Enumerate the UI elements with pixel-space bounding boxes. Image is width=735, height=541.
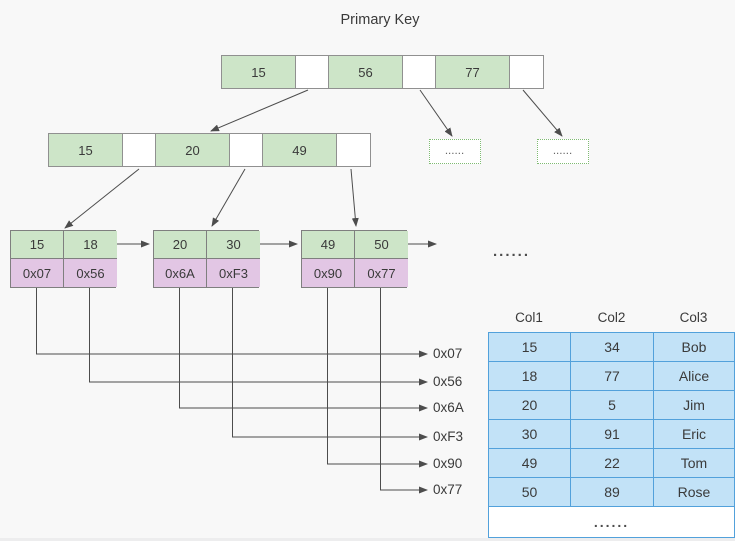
leaf-node-3: 49 50 0x90 0x77	[301, 230, 408, 288]
table-cell: 22	[570, 448, 654, 478]
table-cell: 77	[570, 361, 654, 391]
data-table: 15 34 Bob 18 77 Alice 20 5 Jim 30 91 Eri…	[488, 332, 735, 538]
address-label-0x77: 0x77	[433, 482, 463, 497]
table-cell: Tom	[653, 448, 735, 478]
table-cell: 50	[488, 477, 571, 507]
address-label-0x56: 0x56	[433, 374, 463, 389]
key-cell: 49	[263, 134, 337, 166]
table-row: 18 77 Alice	[488, 361, 735, 391]
key-cell: 15	[222, 56, 296, 88]
internal-node: 15 20 49	[48, 133, 371, 167]
address-cell: 0xF3	[207, 259, 260, 287]
table-header-col2: Col2	[597, 309, 626, 325]
table-ellipsis-cell: ......	[488, 506, 735, 538]
leaf-node-2: 20 30 0x6A 0xF3	[153, 230, 260, 288]
arrow-internal-to-leaf-2	[211, 168, 246, 227]
key-cell: 18	[64, 231, 117, 259]
key-cell: 77	[436, 56, 510, 88]
table-header-col1: Col1	[515, 309, 543, 325]
pointer-cell	[123, 134, 156, 166]
table-cell: 30	[488, 419, 571, 449]
arrow-root-to-dotted-1	[419, 89, 453, 137]
dotted-placeholder-node: ......	[537, 139, 589, 164]
arrow-internal-to-leaf-3	[350, 168, 359, 227]
dotted-placeholder-node: ......	[429, 139, 481, 164]
address-label-0xF3: 0xF3	[433, 429, 464, 444]
table-cell: Jim	[653, 390, 735, 420]
key-cell: 30	[207, 231, 260, 259]
table-row: 50 89 Rose	[488, 477, 735, 507]
pointer-cell	[296, 56, 329, 88]
table-cell: 34	[570, 332, 654, 362]
address-label-0x07: 0x07	[433, 346, 463, 361]
table-cell: 15	[488, 332, 571, 362]
leaf-node-1: 15 18 0x07 0x56	[10, 230, 117, 288]
arrow-root-to-internal	[210, 89, 309, 132]
diagram-title: Primary Key	[340, 12, 420, 28]
arrow-root-to-dotted-2	[522, 89, 563, 137]
table-header-col3: Col3	[679, 309, 708, 325]
key-cell: 15	[11, 231, 64, 259]
address-label-0x90: 0x90	[433, 456, 463, 471]
table-ellipsis-row: ......	[488, 506, 735, 538]
address-cell: 0x77	[355, 259, 408, 287]
arrow-pointer-0x6A	[179, 287, 428, 412]
table-cell: Rose	[653, 477, 735, 507]
key-cell: 50	[355, 231, 408, 259]
arrow-pointer-0x07	[36, 287, 428, 358]
key-cell: 20	[156, 134, 230, 166]
key-cell: 20	[154, 231, 207, 259]
arrow-pointer-0x77	[380, 287, 428, 494]
address-cell: 0x90	[302, 259, 355, 287]
arrow-pointer-0x56	[89, 287, 428, 386]
table-cell: 89	[570, 477, 654, 507]
table-cell: Eric	[653, 419, 735, 449]
key-cell: 15	[49, 134, 123, 166]
table-cell: 91	[570, 419, 654, 449]
table-cell: 5	[570, 390, 654, 420]
pointer-cell	[230, 134, 263, 166]
table-row: 20 5 Jim	[488, 390, 735, 420]
address-label-0x6A: 0x6A	[433, 400, 464, 415]
root-node: 15 56 77	[221, 55, 544, 89]
table-header-row: Col1 Col2 Col3	[488, 302, 734, 332]
table-cell: 18	[488, 361, 571, 391]
address-cell: 0x6A	[154, 259, 207, 287]
table-row: 30 91 Eric	[488, 419, 735, 449]
table-cell: Bob	[653, 332, 735, 362]
arrow-pointer-0xF3	[232, 287, 428, 441]
address-cell: 0x07	[11, 259, 64, 287]
pointer-cell	[510, 56, 543, 88]
arrow-pointer-0x90	[327, 287, 428, 468]
key-cell: 56	[329, 56, 403, 88]
table-row: 15 34 Bob	[488, 332, 735, 362]
table-cell: Alice	[653, 361, 735, 391]
pointer-cell	[403, 56, 436, 88]
arrow-internal-to-leaf-1	[64, 168, 140, 229]
table-cell: 20	[488, 390, 571, 420]
table-cell: 49	[488, 448, 571, 478]
leaf-level-ellipsis: ......	[493, 243, 531, 260]
key-cell: 49	[302, 231, 355, 259]
table-row: 49 22 Tom	[488, 448, 735, 478]
address-cell: 0x56	[64, 259, 117, 287]
pointer-cell	[337, 134, 370, 166]
